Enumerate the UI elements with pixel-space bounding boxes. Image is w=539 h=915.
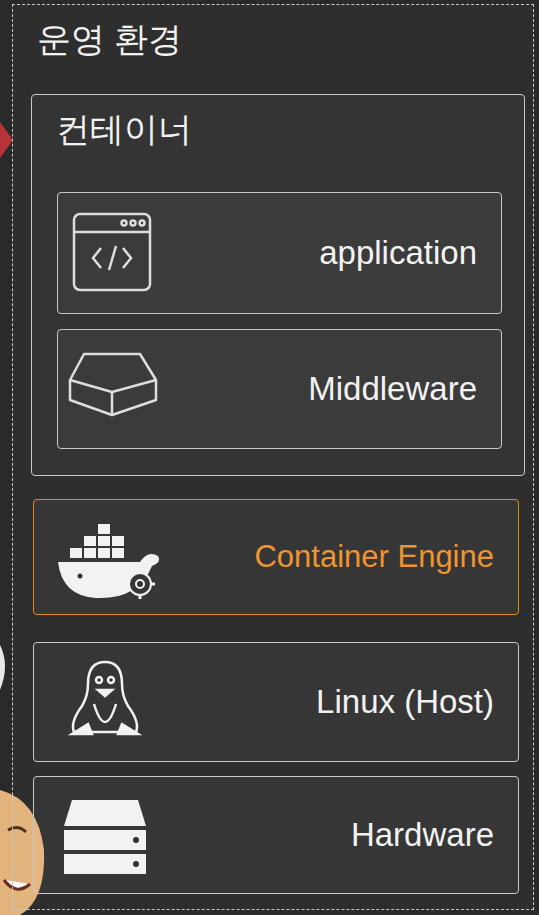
- group-heading: 운영 환경: [37, 17, 182, 63]
- application-box: application: [57, 192, 502, 314]
- layer-label: application: [319, 234, 477, 272]
- environment-frame: 운영 환경컨테이너 applicationMiddlewareContainer …: [12, 4, 534, 910]
- layer-label: Hardware: [351, 816, 494, 854]
- group-heading: 컨테이너: [56, 107, 192, 153]
- hardware-box: Hardware: [33, 776, 519, 894]
- container-group: 컨테이너 applicationMiddleware: [31, 94, 525, 476]
- layer-label: Middleware: [308, 370, 477, 408]
- host-box: Linux (Host): [33, 642, 519, 762]
- middleware-box: Middleware: [57, 329, 502, 449]
- layer-label: Container Engine: [254, 539, 494, 575]
- engine-box: Container Engine: [33, 499, 519, 615]
- layer-label: Linux (Host): [316, 683, 494, 721]
- partial-shape: [0, 645, 5, 690]
